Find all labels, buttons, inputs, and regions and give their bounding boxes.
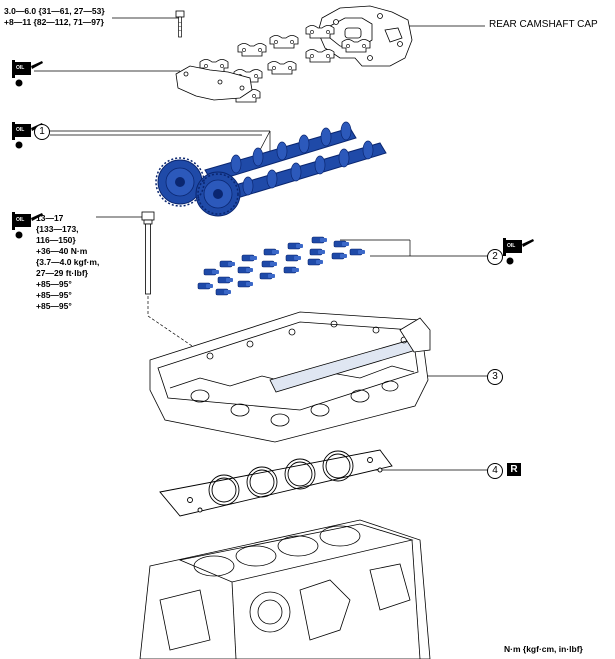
cylinder-head-gasket [159,449,393,517]
camshafts [155,121,387,217]
front-camshaft-cap [175,65,253,101]
oil-can-icon [12,60,43,87]
hydraulic-lash-adjusters [197,236,366,296]
torque-line: {133—173, [36,224,79,234]
torque-line: 27—29 ft·lbf} [36,268,88,278]
oil-label: OIL [16,217,25,223]
replace-mark: R [507,463,521,476]
oil-label: OIL [16,127,25,133]
torque-line: +85—95° [36,279,72,289]
oil-can-icon [503,238,534,265]
torque-line: +85—95° [36,290,72,300]
callout-2: 2 [487,249,503,265]
rear-camshaft-cap-label: REAR CAMSHAFT CAP [489,19,598,30]
units-label: N·m {kgf·cm, in·lbf} [504,644,583,654]
rear-camshaft-cap [317,5,413,67]
cylinder-block [139,519,431,659]
torque-line: 13—17 [36,213,64,223]
torque-spec-cap-bolt-1: 3.0—6.0 {31—61, 27—53} [4,6,105,16]
torque-line: 116—150} [36,235,76,245]
callout-3: 3 [487,369,503,385]
oil-label: OIL [507,243,516,249]
cylinder-head-bolt [141,211,155,295]
oil-label: OIL [16,65,25,71]
bolt-guide-line [147,296,199,351]
cap-bolt-small [175,10,185,38]
torque-spec-cap-bolt-2: +8—11 {82—112, 71—97} [4,17,104,27]
callout-1: 1 [34,124,50,140]
cylinder-head [149,311,431,443]
torque-line: +36—40 N·m [36,246,88,256]
callout-4: 4 [487,463,503,479]
torque-line: +85—95° [36,301,72,311]
torque-line: {3.7—4.0 kgf·m, [36,257,100,267]
